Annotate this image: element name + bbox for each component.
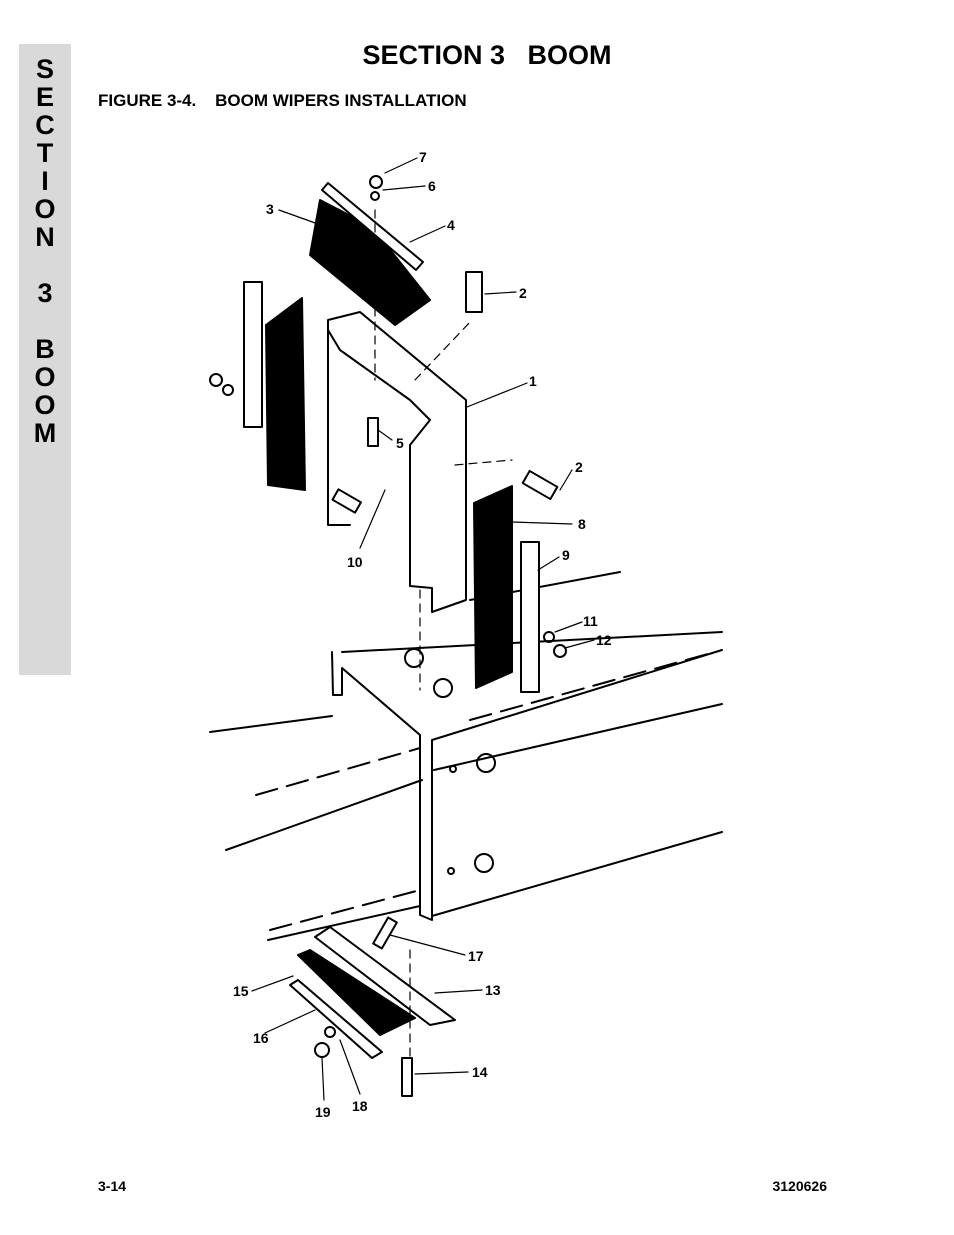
callout-label: 13 <box>485 982 501 998</box>
side-tab-letter: O <box>34 194 56 224</box>
callout-label: 11 <box>583 613 598 629</box>
bottom-wiper-assembly <box>289 926 456 1059</box>
callout-label: 6 <box>428 178 436 194</box>
callout-label: 9 <box>562 547 570 563</box>
section-side-tab: S E C T I O N 3 B O O M <box>19 44 71 675</box>
hardware <box>209 271 567 1097</box>
side-tab-letter: E <box>35 82 54 112</box>
callout-label: 2 <box>575 459 583 475</box>
side-tab-letter: S <box>35 54 54 84</box>
callout-label: 2 <box>519 285 527 301</box>
page-number: 3-14 <box>98 1178 127 1194</box>
side-tab-letter: O <box>34 362 56 392</box>
callout-label: 4 <box>447 217 455 233</box>
callout-label: 5 <box>396 435 404 451</box>
side-tab-letter: O <box>34 390 56 420</box>
boom-body <box>209 571 723 941</box>
callout-label: 14 <box>472 1064 488 1080</box>
callout-label: 19 <box>315 1104 331 1120</box>
callout-label: 3 <box>266 201 274 217</box>
callout-label: 8 <box>578 516 586 532</box>
top-wiper-assembly <box>309 175 431 326</box>
callout-label: 15 <box>233 983 249 999</box>
side-tab-letter: T <box>36 138 54 168</box>
page-title: SECTION 3 BOOM <box>362 40 612 70</box>
callout-label: 16 <box>253 1030 269 1046</box>
wiper-bracket <box>327 311 467 613</box>
side-tab-letter: N <box>35 222 55 252</box>
document-number: 3120626 <box>772 1178 827 1194</box>
callout-label: 7 <box>419 149 427 165</box>
side-tab-letter: I <box>41 166 49 196</box>
right-side-wiper <box>473 485 540 693</box>
side-tab-letter: B <box>35 334 55 364</box>
assembly-lines <box>374 209 513 1061</box>
side-tab-letter: C <box>35 110 55 140</box>
callout-label: 17 <box>468 948 484 964</box>
side-tab-letter: M <box>33 418 57 448</box>
callout-label: 1 <box>529 373 537 389</box>
callout-label: 10 <box>347 554 363 570</box>
left-side-wiper <box>243 281 306 491</box>
side-tab-letter: 3 <box>37 278 53 308</box>
figure-title: FIGURE 3-4. BOOM WIPERS INSTALLATION <box>98 91 467 110</box>
leader-lines <box>251 157 595 1101</box>
callout-label: 12 <box>596 632 612 648</box>
callout-label: 18 <box>352 1098 368 1114</box>
